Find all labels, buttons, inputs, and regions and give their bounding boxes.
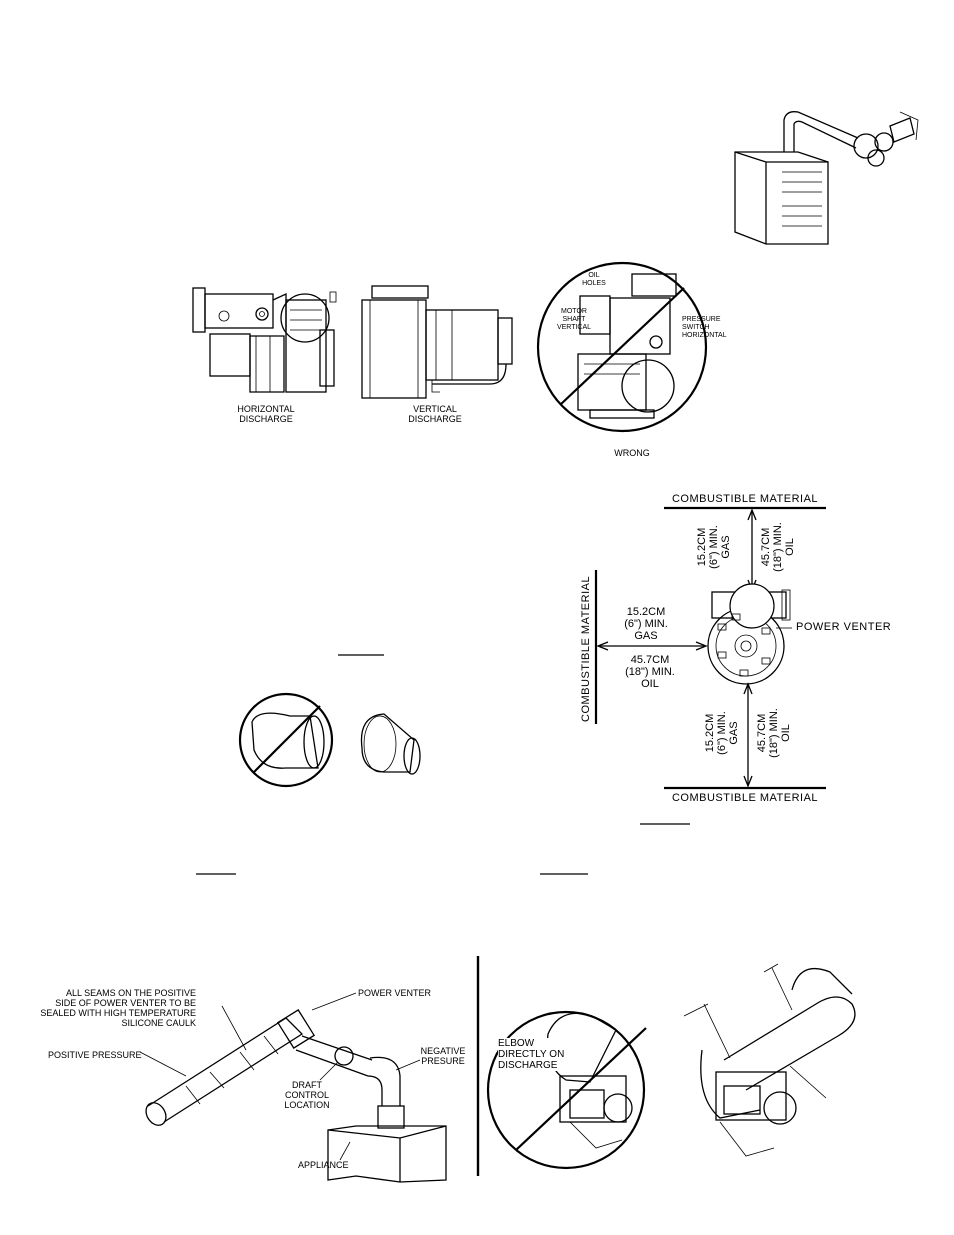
bottom-oil-clearance: 45.7cm (18") MIN. OIL (756, 700, 792, 766)
elbow-note: ELBOW DIRECTLY ON DISCHARGE (498, 1038, 565, 1071)
seams-note: ALL SEAMS ON THE POSITIVE SIDE OF POWER … (40, 988, 196, 1028)
reducer-wrong-illustration (238, 692, 334, 788)
horizontal-discharge-illustration (192, 287, 337, 393)
draft-control-label: DRAFT CONTROL LOCATION (282, 1080, 332, 1110)
top-oil-clearance: 45.7cm (18") MIN. OIL (760, 514, 796, 580)
callout-line: DIRECTLY ON (498, 1049, 565, 1060)
top-gas-clearance: 15.2cm (6") MIN. GAS (696, 514, 732, 580)
dim-line: OIL (784, 538, 796, 556)
negative-pressure-label: NEGATIVE PRESURE (418, 1046, 468, 1066)
appliance-overview-illustration (734, 111, 919, 245)
caption-line: DISCHARGE (408, 414, 462, 424)
bottom-combustible-material: COMBUSTIBLE MATERIAL (671, 792, 819, 804)
note-line: ALL SEAMS ON THE POSITIVE (65, 988, 196, 998)
callout-line: MOTOR (561, 308, 587, 315)
callout-line: VERTICAL (556, 324, 592, 331)
dim-line: OIL (641, 678, 659, 690)
callout-line: HOLES (582, 280, 606, 287)
callout-line: DISCHARGE (498, 1060, 558, 1071)
note-line: SIDE OF POWER VENTER TO BE (55, 998, 196, 1008)
motor-shaft-label: MOTOR SHAFT VERTICAL (554, 308, 594, 332)
callout-line: PRESSURE (682, 316, 721, 323)
dim-line: (18") MIN. (625, 666, 675, 678)
dim-line: (18") MIN. (772, 522, 784, 572)
dim-line: 15.2cm (696, 527, 708, 567)
callout-line: PRESURE (421, 1056, 465, 1066)
bottom-gas-clearance: 15.2cm (6") MIN. GAS (704, 700, 740, 766)
power-venter-label: POWER VENTER (796, 621, 892, 633)
clearance-diagram (594, 506, 826, 790)
dim-line: 45.7cm (760, 527, 772, 567)
vertical-discharge-illustration (361, 285, 513, 399)
elbow-correct-illustration (683, 963, 856, 1157)
caption-line: HORIZONTAL (237, 404, 295, 414)
reducer-correct-illustration (360, 713, 421, 775)
vertical-discharge-caption: VERTICAL DISCHARGE (390, 404, 480, 424)
callout-line: OIL (588, 272, 600, 279)
wrong-orientation-illustration (536, 261, 708, 433)
dim-line: GAS (720, 535, 732, 559)
callout-line: ELBOW (498, 1038, 535, 1049)
wrong-caption: WRONG (614, 448, 650, 458)
callout-line: HORIZONTAL (682, 332, 727, 339)
top-combustible-material: COMBUSTIBLE MATERIAL (671, 493, 819, 505)
positive-pressure-label: POSITIVE PRESSURE (48, 1050, 142, 1060)
dim-line: GAS (634, 630, 658, 642)
dim-line: (18") MIN. (768, 708, 780, 758)
callout-line: SHAFT (562, 316, 586, 323)
dim-line: 15.2cm (626, 606, 666, 618)
dim-line: (6") MIN. (716, 711, 728, 755)
dim-line: 15.2cm (704, 713, 716, 753)
caption-line: VERTICAL (413, 404, 457, 414)
appliance-label: APPLIANCE (298, 1160, 349, 1170)
callout-line: LOCATION (284, 1100, 330, 1110)
dim-line: (6") MIN. (624, 618, 668, 630)
dim-line: (6") MIN. (708, 525, 720, 569)
venting-system-illustration (139, 992, 447, 1183)
callout-line: DRAFT (292, 1080, 322, 1090)
callout-line: SWITCH (682, 324, 710, 331)
pressure-switch-label: PRESSURE SWITCH HORIZONTAL (682, 316, 727, 340)
callout-line: NEGATIVE (420, 1046, 466, 1056)
dim-line: 45.7cm (756, 713, 768, 753)
side-gas-clearance: 15.2cm (6") MIN. GAS (608, 606, 684, 642)
left-combustible-material: COMBUSTIBLE MATERIAL (580, 575, 592, 722)
dim-line: 45.7cm (630, 654, 670, 666)
power-venter-callout: POWER VENTER (358, 988, 432, 998)
elbow-wrong-illustration (486, 1010, 647, 1170)
note-line: SILICONE CAULK (121, 1018, 196, 1028)
dim-line: OIL (780, 724, 792, 742)
dim-line: GAS (728, 721, 740, 745)
side-oil-clearance: 45.7cm (18") MIN. OIL (608, 654, 692, 690)
note-line: SEALED WITH HIGH TEMPERATURE (40, 1008, 196, 1018)
oil-holes-label: OIL HOLES (574, 272, 614, 288)
caption-line: DISCHARGE (239, 414, 293, 424)
horizontal-discharge-caption: HORIZONTAL DISCHARGE (220, 404, 312, 424)
callout-line: CONTROL (284, 1090, 329, 1100)
